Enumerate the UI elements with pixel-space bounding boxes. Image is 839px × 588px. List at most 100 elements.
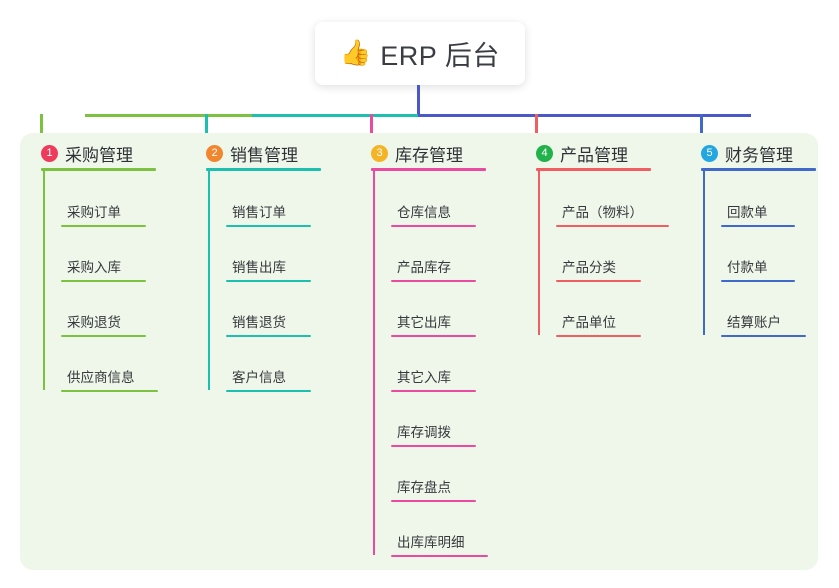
column-header-4[interactable]: 4 产品管理 bbox=[536, 141, 628, 166]
leaf-item-label: 产品库存 bbox=[397, 260, 451, 275]
leaf-item[interactable]: 产品分类 bbox=[556, 260, 641, 282]
column-spine bbox=[703, 171, 705, 335]
leaf-item[interactable]: 其它出库 bbox=[391, 315, 476, 337]
leaf-item-rule bbox=[721, 280, 795, 282]
leaf-item-label: 回款单 bbox=[727, 205, 768, 220]
column-title: 销售管理 bbox=[230, 146, 298, 165]
column-header-rule bbox=[536, 168, 651, 171]
column-title: 库存管理 bbox=[395, 146, 463, 165]
leaf-item[interactable]: 产品单位 bbox=[556, 315, 641, 337]
leaf-item[interactable]: 销售订单 bbox=[226, 205, 311, 227]
column-header-rule bbox=[701, 168, 816, 171]
column-header-rule bbox=[371, 168, 486, 171]
column-header-rule bbox=[206, 168, 321, 171]
leaf-item-label: 产品单位 bbox=[562, 315, 616, 330]
root-node-title: ERP 后台 bbox=[380, 41, 500, 71]
leaf-item-rule bbox=[391, 225, 476, 227]
column-spine bbox=[208, 171, 210, 390]
leaf-item-rule bbox=[391, 280, 476, 282]
column-title: 财务管理 bbox=[725, 146, 793, 165]
leaf-item-label: 付款单 bbox=[727, 260, 768, 275]
leaf-item-rule bbox=[226, 390, 311, 392]
leaf-item-rule bbox=[61, 225, 146, 227]
leaf-item-label: 产品分类 bbox=[562, 260, 616, 275]
column-header-rule bbox=[41, 168, 156, 171]
root-node-erp-backend[interactable]: 👍 ERP 后台 bbox=[315, 22, 525, 85]
column-badge-2: 2 bbox=[206, 145, 223, 162]
leaf-item[interactable]: 采购订单 bbox=[61, 205, 146, 227]
leaf-item[interactable]: 产品库存 bbox=[391, 260, 476, 282]
leaf-item-rule bbox=[391, 335, 476, 337]
column-badge-3: 3 bbox=[371, 145, 388, 162]
leaf-item[interactable]: 结算账户 bbox=[721, 315, 806, 337]
leaf-item[interactable]: 产品（物料） bbox=[556, 205, 669, 227]
leaf-item[interactable]: 供应商信息 bbox=[61, 370, 158, 392]
leaf-item-rule bbox=[61, 390, 158, 392]
leaf-item-label: 库存盘点 bbox=[397, 480, 451, 495]
branch-panel: 1 采购管理采购订单采购入库采购退货供应商信息 2 销售管理销售订单销售出库销售退货客… bbox=[20, 133, 818, 570]
connector-bus-segment-2 bbox=[252, 114, 421, 117]
column-header-2[interactable]: 2 销售管理 bbox=[206, 141, 298, 166]
thumbs-up-icon: 👍 bbox=[340, 39, 372, 67]
column-spine bbox=[43, 171, 45, 390]
connector-drop-1 bbox=[40, 114, 43, 141]
leaf-item-label: 销售订单 bbox=[232, 205, 286, 220]
leaf-item-rule bbox=[61, 280, 146, 282]
leaf-item-rule bbox=[391, 445, 476, 447]
leaf-item-label: 库存调拨 bbox=[397, 425, 451, 440]
column-badge-1: 1 bbox=[41, 145, 58, 162]
leaf-item-rule bbox=[391, 555, 488, 557]
leaf-item-label: 销售出库 bbox=[232, 260, 286, 275]
leaf-item-rule bbox=[226, 280, 311, 282]
leaf-item-label: 结算账户 bbox=[727, 315, 781, 330]
leaf-item-label: 产品（物料） bbox=[562, 205, 643, 220]
column-badge-4: 4 bbox=[536, 145, 553, 162]
connector-bus-segment-3 bbox=[418, 114, 751, 117]
column-spine bbox=[373, 171, 375, 555]
leaf-item[interactable]: 采购退货 bbox=[61, 315, 146, 337]
leaf-item[interactable]: 库存盘点 bbox=[391, 480, 476, 502]
leaf-item[interactable]: 销售退货 bbox=[226, 315, 311, 337]
connector-drop-3 bbox=[370, 114, 373, 141]
leaf-item[interactable]: 其它入库 bbox=[391, 370, 476, 392]
leaf-item[interactable]: 仓库信息 bbox=[391, 205, 476, 227]
column-header-5[interactable]: 5 财务管理 bbox=[701, 141, 793, 166]
leaf-item-label: 仓库信息 bbox=[397, 205, 451, 220]
leaf-item[interactable]: 出库库明细 bbox=[391, 535, 488, 557]
column-badge-5: 5 bbox=[701, 145, 718, 162]
leaf-item-rule bbox=[61, 335, 146, 337]
leaf-item-rule bbox=[556, 280, 641, 282]
column-title: 产品管理 bbox=[560, 146, 628, 165]
leaf-item-label: 出库库明细 bbox=[397, 535, 465, 550]
leaf-item-label: 其它入库 bbox=[397, 370, 451, 385]
leaf-item-label: 采购入库 bbox=[67, 260, 121, 275]
root-node-content: 👍 ERP 后台 bbox=[340, 34, 500, 73]
leaf-item[interactable]: 回款单 bbox=[721, 205, 795, 227]
leaf-item-label: 客户信息 bbox=[232, 370, 286, 385]
connector-trunk bbox=[417, 85, 420, 117]
leaf-item-label: 供应商信息 bbox=[67, 370, 135, 385]
column-title: 采购管理 bbox=[65, 146, 133, 165]
connector-bus-segment-1 bbox=[85, 114, 255, 117]
leaf-item[interactable]: 客户信息 bbox=[226, 370, 311, 392]
leaf-item-rule bbox=[721, 225, 795, 227]
leaf-item-label: 采购订单 bbox=[67, 205, 121, 220]
leaf-item-label: 采购退货 bbox=[67, 315, 121, 330]
leaf-item[interactable]: 销售出库 bbox=[226, 260, 311, 282]
column-header-1[interactable]: 1 采购管理 bbox=[41, 141, 133, 166]
leaf-item-rule bbox=[226, 225, 311, 227]
column-header-3[interactable]: 3 库存管理 bbox=[371, 141, 463, 166]
leaf-item[interactable]: 采购入库 bbox=[61, 260, 146, 282]
leaf-item[interactable]: 库存调拨 bbox=[391, 425, 476, 447]
connector-drop-5 bbox=[700, 114, 703, 141]
leaf-item[interactable]: 付款单 bbox=[721, 260, 795, 282]
connector-drop-2 bbox=[205, 114, 208, 141]
leaf-item-rule bbox=[226, 335, 311, 337]
leaf-item-rule bbox=[556, 225, 669, 227]
leaf-item-rule bbox=[721, 335, 806, 337]
leaf-item-label: 其它出库 bbox=[397, 315, 451, 330]
leaf-item-rule bbox=[391, 390, 476, 392]
leaf-item-rule bbox=[391, 500, 476, 502]
leaf-item-rule bbox=[556, 335, 641, 337]
